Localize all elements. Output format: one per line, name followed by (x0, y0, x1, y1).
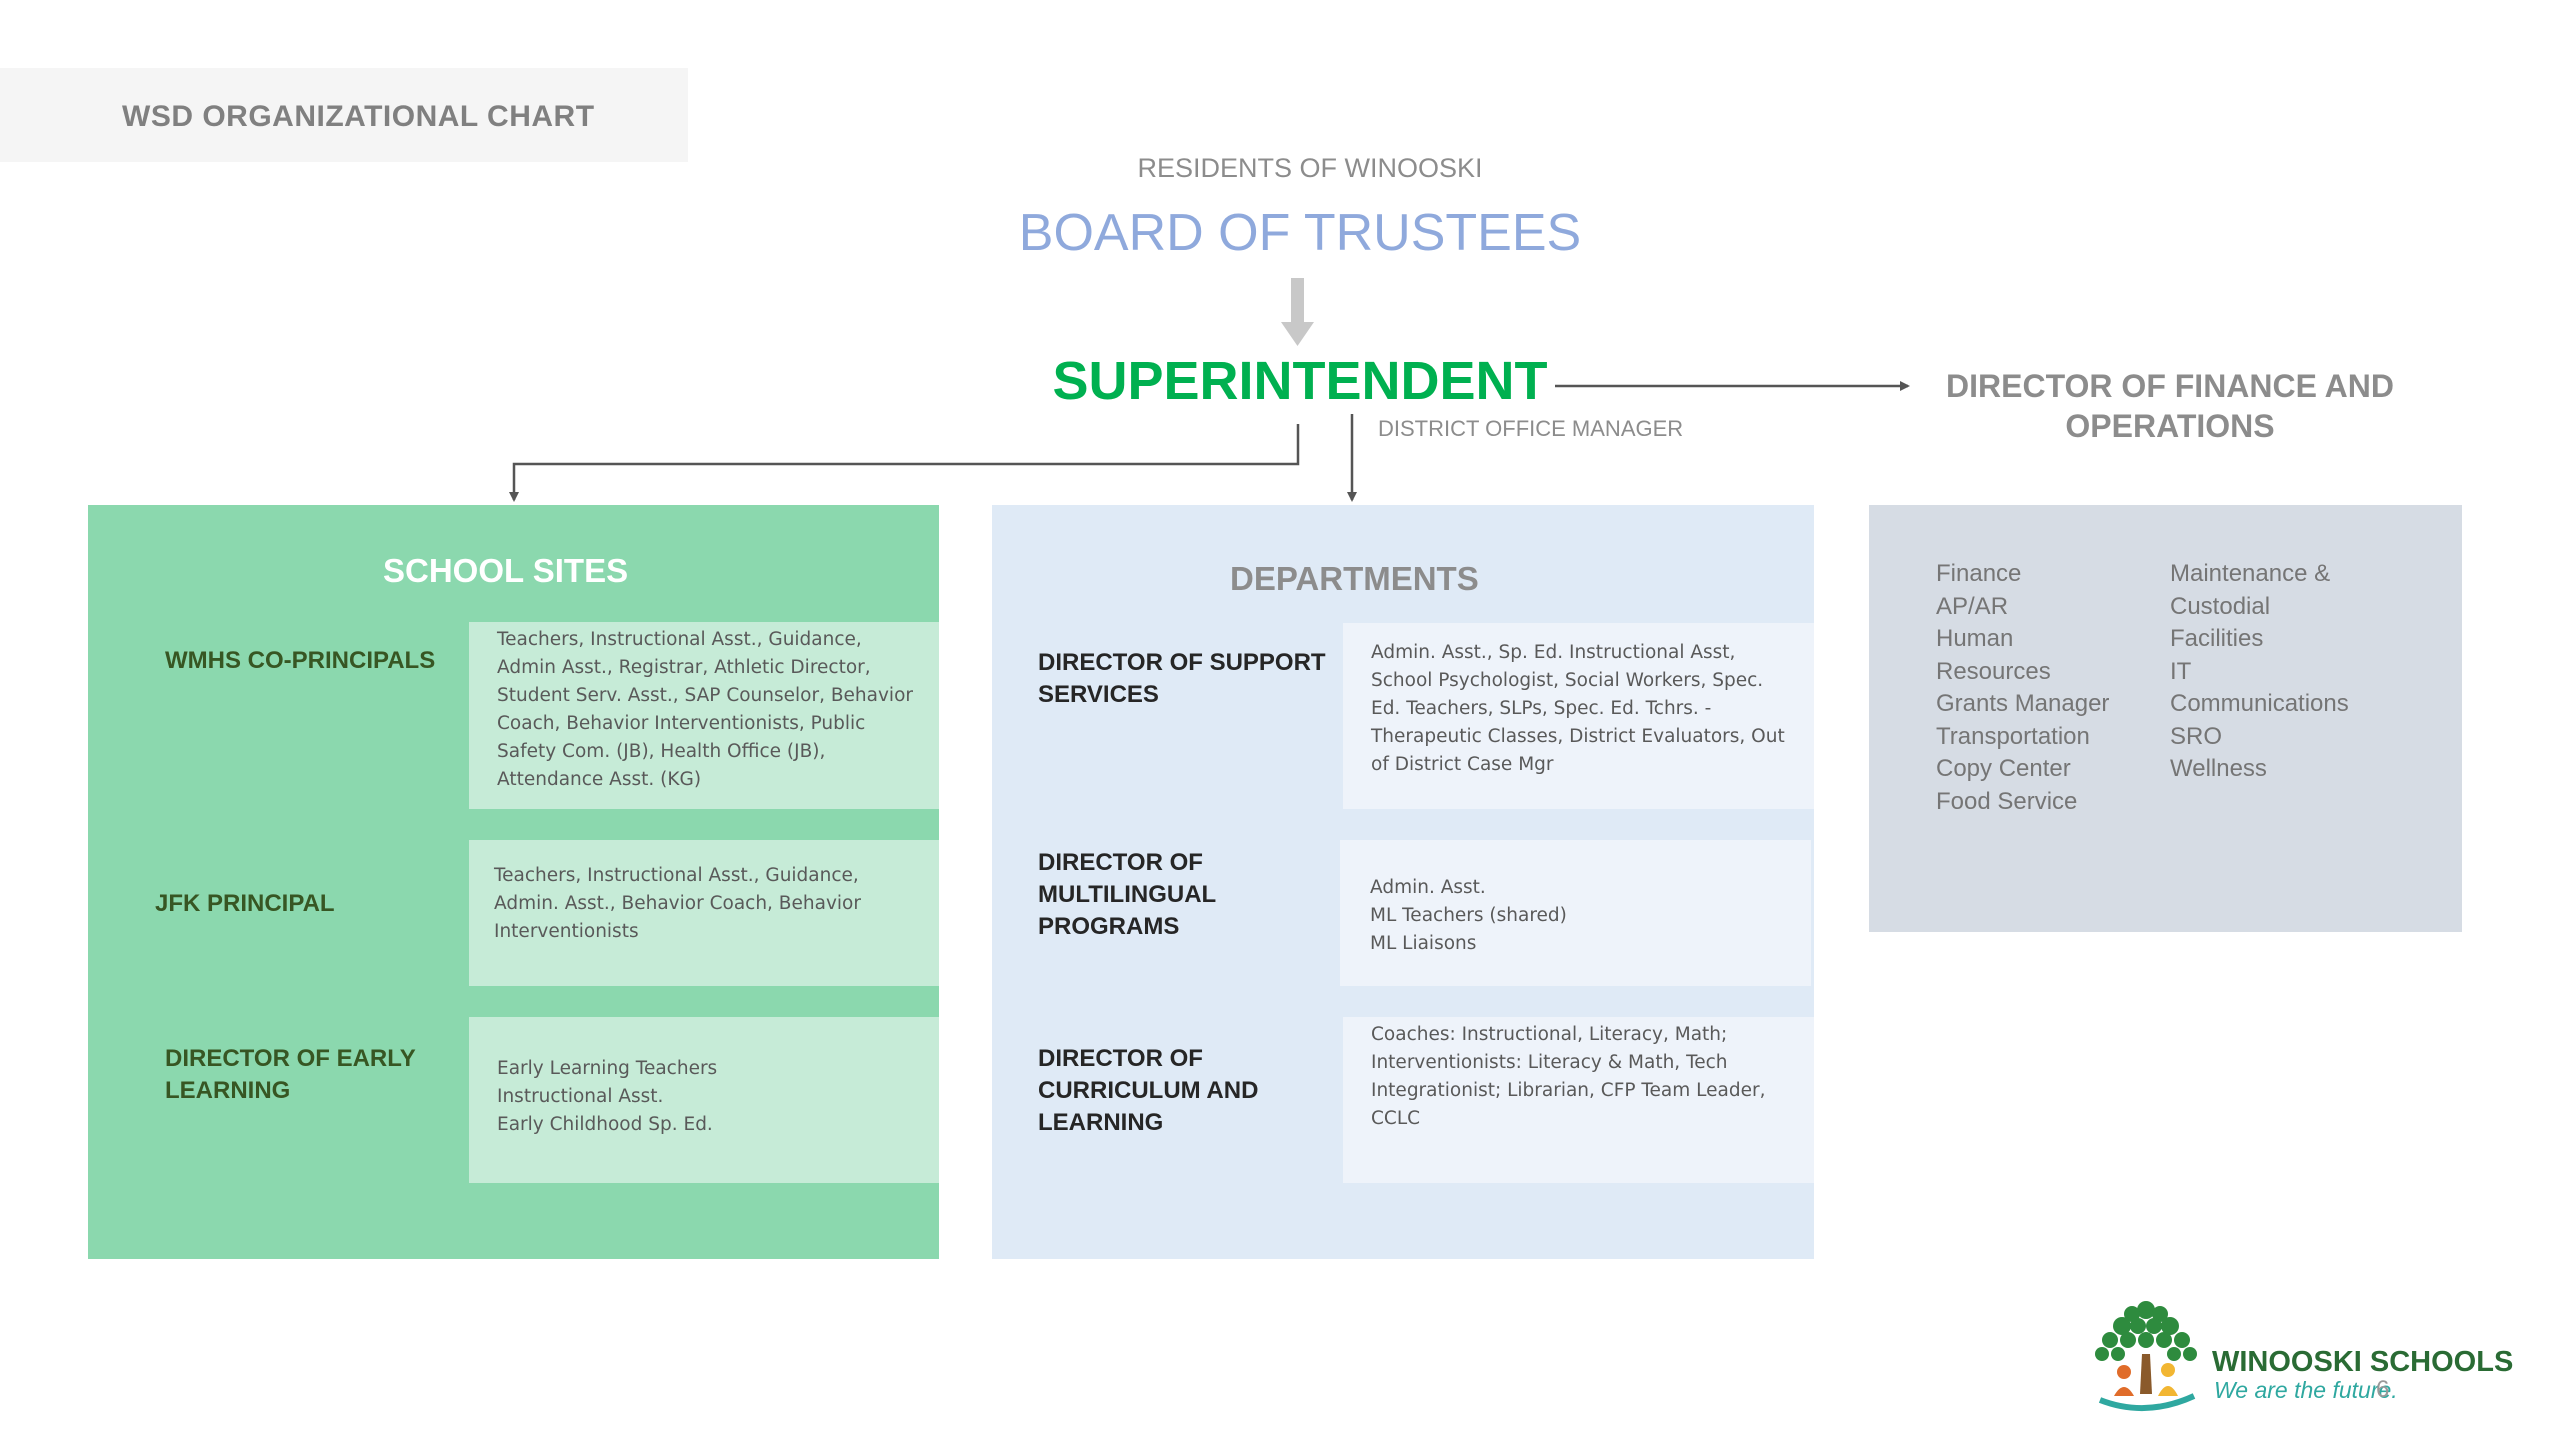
director-multilingual-role: DIRECTOR OF MULTILINGUAL PROGRAMS (1038, 849, 1216, 940)
curriculum-staff-box: Coaches: Instructional, Literacy, Math; … (1343, 1017, 1814, 1183)
finance-item: Facilities (2170, 625, 2264, 652)
logo-tagline: We are the future. (2214, 1377, 2398, 1403)
support-services-staff-box: Admin. Asst., Sp. Ed. Instructional Asst… (1343, 623, 1814, 809)
superintendent-label: SUPERINTENDENT (1052, 351, 1548, 411)
finance-item: Custodial (2170, 592, 2271, 620)
finance-item: Wellness (2170, 755, 2267, 782)
finance-item: Human (1936, 625, 2014, 652)
superintendent-to-school-sites-arrow (509, 424, 1300, 502)
staff-item: ML Teachers (shared) (1370, 905, 1567, 926)
finance-right-column: Maintenance & Custodial Facilities IT Co… (2170, 558, 2349, 786)
departments-title: DEPARTMENTS (1230, 560, 1479, 597)
finance-director-label: DIRECTOR OF FINANCE AND OPERATIONS (1946, 368, 2394, 444)
page-number: 6 (2376, 1376, 2390, 1403)
director-curriculum-role: DIRECTOR OF CURRICULUM AND LEARNING (1038, 1045, 1259, 1136)
finance-left-column: Finance AP/AR Human Resources Grants Man… (1936, 558, 2109, 818)
finance-item: Food Service (1936, 787, 2078, 815)
jfk-principal-role: JFK PRINCIPAL (155, 890, 335, 917)
residents-label: RESIDENTS OF WINOOSKI (1137, 153, 1483, 183)
chart-title-tab: WSD ORGANIZATIONAL CHART (0, 68, 688, 162)
school-sites-title: SCHOOL SITES (383, 552, 629, 589)
staff-item: Admin. Asst. (1370, 877, 1486, 898)
early-learning-staff-box: Early Learning Teachers Instructional As… (469, 1017, 939, 1183)
wmhs-co-principals-role: WMHS CO-PRINCIPALS (165, 647, 436, 674)
early-learning-staff-list: Early Learning Teachers Instructional As… (497, 1055, 717, 1139)
finance-item: IT (2170, 657, 2192, 685)
support-services-staff-text: Admin. Asst., Sp. Ed. Instructional Asst… (1371, 642, 1785, 775)
tree-with-people-icon (2095, 1301, 2197, 1411)
board-of-trustees-label: BOARD OF TRUSTEES (1018, 204, 1582, 262)
multilingual-staff-box: Admin. Asst. ML Teachers (shared) ML Lia… (1340, 840, 1811, 986)
board-to-superintendent-arrow (1281, 278, 1314, 346)
district-office-manager-label: DISTRICT OFFICE MANAGER (1378, 416, 1684, 441)
logo-name: WINOOSKI SCHOOLS (2212, 1346, 2514, 1378)
finance-item: AP/AR (1936, 592, 2009, 620)
staff-item: Early Learning Teachers (497, 1058, 718, 1079)
finance-item: Finance (1936, 560, 2022, 587)
jfk-staff-box: Teachers, Instructional Asst., Guidance,… (469, 840, 939, 986)
staff-item: Instructional Asst. (497, 1086, 664, 1107)
finance-item: Resources (1936, 657, 2051, 685)
director-early-learning-role: DIRECTOR OF EARLY LEARNING (165, 1045, 416, 1104)
wmhs-staff-text: Teachers, Instructional Asst., Guidance,… (497, 629, 913, 790)
finance-item: SRO (2170, 722, 2223, 750)
finance-item: Maintenance & (2170, 560, 2331, 587)
finance-item: Communications (2170, 690, 2349, 717)
jfk-staff-text: Teachers, Instructional Asst., Guidance,… (494, 865, 861, 942)
finance-item: Copy Center (1936, 755, 2071, 782)
chart-title: WSD ORGANIZATIONAL CHART (122, 100, 595, 133)
curriculum-staff-text: Coaches: Instructional, Literacy, Math; … (1371, 1024, 1766, 1129)
finance-operations-panel (1869, 505, 2462, 932)
finance-item: Grants Manager (1936, 690, 2110, 717)
staff-item: ML Liaisons (1370, 933, 1477, 954)
staff-item: Early Childhood Sp. Ed. (497, 1114, 713, 1135)
finance-item: Transportation (1936, 722, 2090, 750)
wmhs-staff-box: Teachers, Instructional Asst., Guidance,… (469, 622, 939, 809)
multilingual-staff-list: Admin. Asst. ML Teachers (shared) ML Lia… (1370, 874, 1567, 958)
director-support-services-role: DIRECTOR OF SUPPORT SERVICES (1038, 649, 1326, 708)
